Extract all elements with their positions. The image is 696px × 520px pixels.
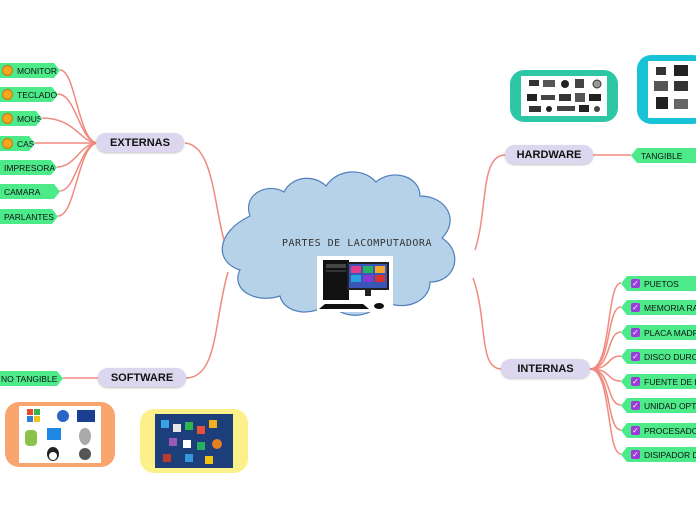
checkbox-icon: ✓ bbox=[631, 426, 640, 435]
leaf-label: MEMORIA RA bbox=[644, 302, 696, 313]
leaf-label: DISCO DURO bbox=[644, 351, 696, 362]
leaf-monitor[interactable]: MONITOR bbox=[0, 63, 60, 78]
leaf-puetos[interactable]: ✓ PUETOS bbox=[621, 276, 696, 291]
checkbox-icon: ✓ bbox=[631, 401, 640, 410]
leaf-label: NO TANGIBLE bbox=[1, 373, 58, 384]
os-logos-frame bbox=[19, 406, 101, 463]
hardware-devices-image bbox=[510, 70, 618, 122]
leaf-disipador[interactable]: ✓ DISIPADOR D bbox=[621, 447, 696, 462]
topic-software-label: SOFTWARE bbox=[110, 371, 174, 384]
central-title: PARTES DE LACOMPUTADORA bbox=[282, 238, 432, 249]
leaf-memoria-ram[interactable]: ✓ MEMORIA RA bbox=[621, 300, 696, 315]
leaf-label: PLACA MADR bbox=[644, 327, 696, 338]
checkbox-icon: ✓ bbox=[631, 352, 640, 361]
checkbox-icon: ✓ bbox=[631, 450, 640, 459]
leaf-label: PROCESADO bbox=[644, 425, 696, 436]
hardware-devices-frame bbox=[521, 76, 607, 116]
peripherals-image bbox=[637, 55, 696, 124]
peripherals-frame bbox=[648, 61, 696, 118]
leaf-no-tangible[interactable]: NO TANGIBLE bbox=[0, 371, 63, 386]
orange-circle-icon bbox=[2, 65, 13, 76]
leaf-label: TECLADO bbox=[17, 89, 58, 100]
central-cloud[interactable] bbox=[221, 171, 456, 316]
leaf-label: PUETOS bbox=[644, 278, 679, 289]
checkbox-icon: ✓ bbox=[631, 328, 640, 337]
leaf-camara[interactable]: CAMARA bbox=[0, 184, 60, 199]
checkbox-icon: ✓ bbox=[631, 279, 640, 288]
topic-internas[interactable]: INTERNAS bbox=[501, 359, 590, 378]
topic-hardware-label: HARDWARE bbox=[516, 148, 582, 161]
leaf-label: DISIPADOR D bbox=[644, 449, 696, 460]
leaf-teclado[interactable]: TECLADO bbox=[0, 87, 58, 102]
topic-hardware[interactable]: HARDWARE bbox=[505, 145, 593, 164]
leaf-label: CAMARA bbox=[4, 186, 41, 197]
operating-systems-logos-image bbox=[5, 402, 115, 467]
leaf-label: IMPRESORA bbox=[4, 162, 56, 173]
topic-externas-label: EXTERNAS bbox=[110, 136, 170, 149]
leaf-case[interactable]: CASE bbox=[0, 136, 35, 151]
leaf-tangible[interactable]: TANGIBLE bbox=[631, 148, 696, 163]
leaf-unidad-optica[interactable]: ✓ UNIDAD OPT bbox=[621, 398, 696, 413]
checkbox-icon: ✓ bbox=[631, 303, 640, 312]
topic-internas-label: INTERNAS bbox=[517, 362, 574, 375]
leaf-procesador[interactable]: ✓ PROCESADO bbox=[621, 423, 696, 438]
leaf-impresora[interactable]: IMPRESORA bbox=[0, 160, 57, 175]
leaf-placa-madre[interactable]: ✓ PLACA MADR bbox=[621, 325, 696, 340]
checkbox-icon: ✓ bbox=[631, 377, 640, 386]
orange-circle-icon bbox=[2, 113, 13, 124]
leaf-parlantes[interactable]: PARLANTES bbox=[0, 209, 58, 224]
app-icons-frame bbox=[155, 414, 233, 468]
leaf-disco-duro[interactable]: ✓ DISCO DURO bbox=[621, 349, 696, 364]
desktop-computer-icon bbox=[317, 256, 393, 312]
topic-externas[interactable]: EXTERNAS bbox=[96, 133, 184, 152]
orange-circle-icon bbox=[2, 138, 13, 149]
leaf-fuente-de-poder[interactable]: ✓ FUENTE DE P bbox=[621, 374, 696, 389]
leaf-label: UNIDAD OPT bbox=[644, 400, 696, 411]
leaf-label: MOUSE bbox=[17, 113, 42, 124]
leaf-label: TANGIBLE bbox=[641, 150, 683, 161]
app-icons-image bbox=[140, 409, 248, 473]
orange-circle-icon bbox=[2, 89, 13, 100]
topic-software[interactable]: SOFTWARE bbox=[98, 368, 186, 387]
leaf-label: PARLANTES bbox=[4, 211, 54, 222]
leaf-label: MONITOR bbox=[17, 65, 57, 76]
leaf-label: FUENTE DE P bbox=[644, 376, 696, 387]
leaf-mouse[interactable]: MOUSE bbox=[0, 111, 42, 126]
leaf-label: CASE bbox=[17, 138, 35, 149]
